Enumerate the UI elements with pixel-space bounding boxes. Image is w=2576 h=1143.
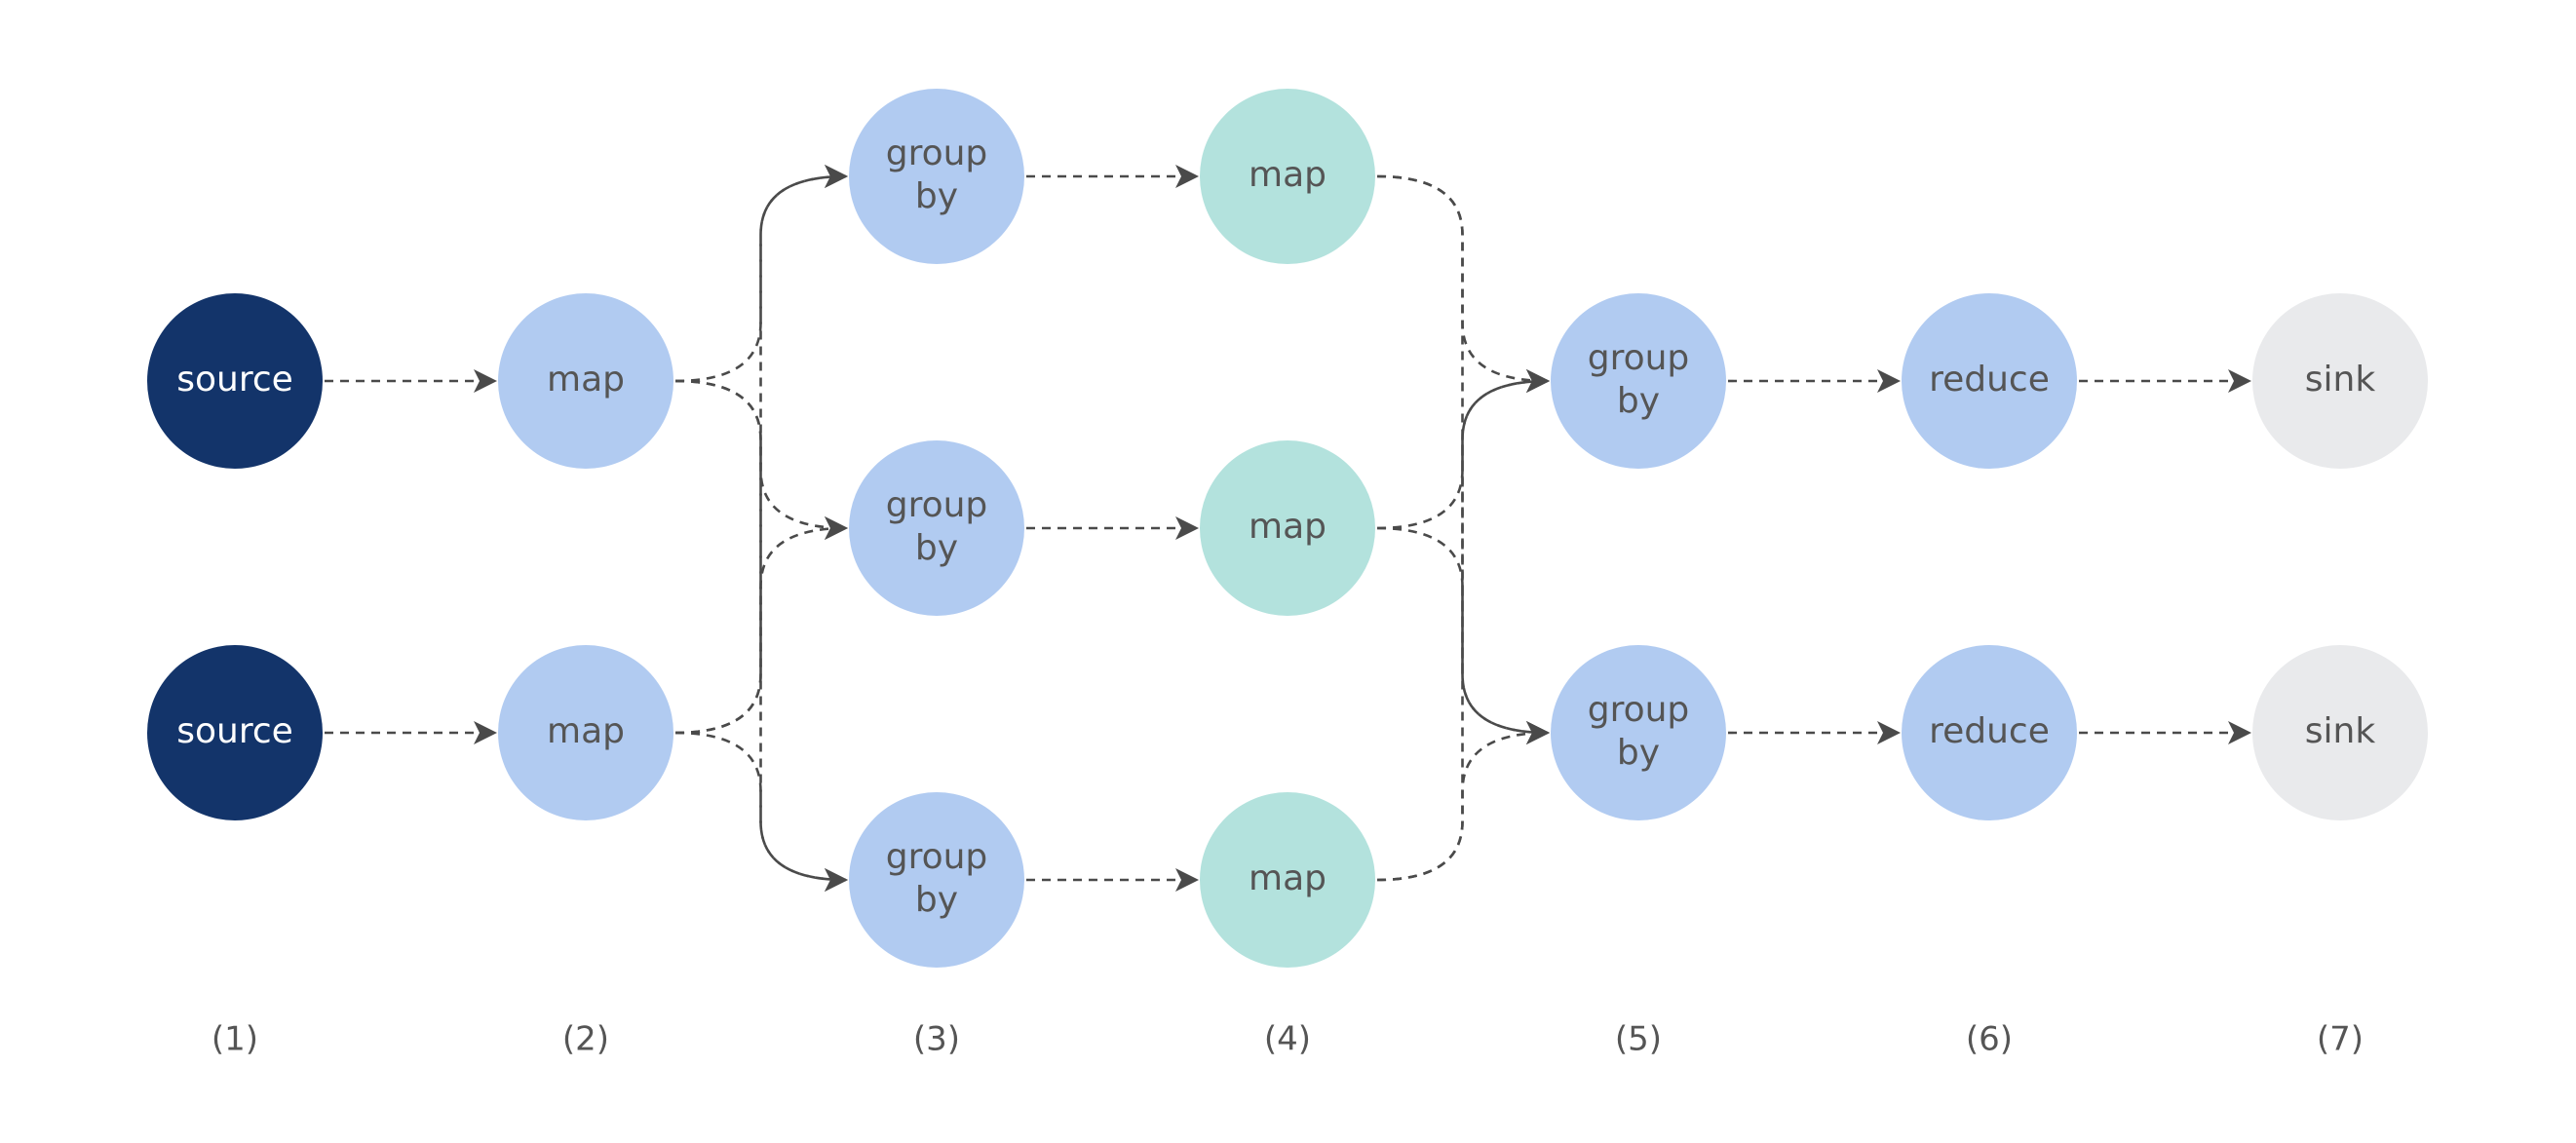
edge-m4b-to-gb5b <box>1376 526 1550 744</box>
map-stage4-circle <box>1200 89 1375 264</box>
edge-map2-to-gb2 <box>674 516 848 735</box>
node-label: reduce <box>1929 360 2050 400</box>
node-label: group <box>886 837 988 877</box>
node-label: reduce <box>1929 711 2050 751</box>
stage-label-5: (5) <box>1615 1020 1662 1059</box>
map-stage4-circle <box>1200 792 1375 968</box>
node-red2: reduce <box>1902 645 2077 820</box>
node-label: group <box>1588 690 1690 730</box>
stage-labels: (1) (2) (3) (4) (5) (6) (7) <box>211 1020 2364 1059</box>
stage-label-1: (1) <box>211 1020 258 1059</box>
node-red1: reduce <box>1902 293 2077 469</box>
stage-label-3: (3) <box>913 1020 960 1059</box>
node-m4c: map <box>1200 792 1375 968</box>
node-src1: source <box>147 293 323 469</box>
edge-map1-to-gb1 <box>674 165 848 383</box>
node-m4a: map <box>1200 89 1375 264</box>
groupby-circle <box>849 89 1024 264</box>
nodes-layer: sourcesourcemapmapgroupbygroupbygroupbym… <box>147 89 2428 968</box>
node-m4b: map <box>1200 440 1375 616</box>
stage-label-7: (7) <box>2317 1020 2364 1059</box>
groupby-circle <box>1551 645 1726 820</box>
edge-map2-to-gb3 <box>674 731 848 892</box>
node-label: by <box>1617 733 1660 773</box>
edge-map2-to-gb1 <box>674 165 848 735</box>
node-label: source <box>176 360 293 400</box>
node-label: group <box>886 485 988 525</box>
source-circle <box>147 293 323 469</box>
node-label: by <box>1617 381 1660 421</box>
node-label: map <box>547 360 625 400</box>
groupby-circle <box>1551 293 1726 469</box>
node-label: map <box>1249 858 1326 898</box>
node-sink1: sink <box>2252 293 2428 469</box>
map-stage4-circle <box>1200 440 1375 616</box>
sink-circle <box>2252 293 2428 469</box>
stage-label-6: (6) <box>1966 1020 2013 1059</box>
source-circle <box>147 645 323 820</box>
map-stage2-circle <box>498 645 673 820</box>
reduce-circle <box>1902 645 2077 820</box>
reduce-circle <box>1902 293 2077 469</box>
node-label: map <box>1249 155 1326 195</box>
node-label: by <box>915 176 958 216</box>
stage-label-2: (2) <box>562 1020 609 1059</box>
groupby-circle <box>849 440 1024 616</box>
node-label: sink <box>2305 711 2376 751</box>
node-label: by <box>915 880 958 920</box>
node-label: source <box>176 711 293 751</box>
stage-label-4: (4) <box>1264 1020 1311 1059</box>
node-label: map <box>1249 507 1326 547</box>
node-sink2: sink <box>2252 645 2428 820</box>
node-label: group <box>1588 338 1690 378</box>
node-label: sink <box>2305 360 2376 400</box>
map-stage2-circle <box>498 293 673 469</box>
node-label: by <box>915 528 958 568</box>
node-src2: source <box>147 645 323 820</box>
groupby-circle <box>849 792 1024 968</box>
node-label: map <box>547 711 625 751</box>
sink-circle <box>2252 645 2428 820</box>
node-label: group <box>886 133 988 173</box>
edges-layer <box>325 165 2251 892</box>
node-map1: map <box>498 293 673 469</box>
edge-m4a-to-gb5b <box>1376 174 1550 744</box>
edge-m4c-to-gb5b <box>1376 721 1550 882</box>
node-map2: map <box>498 645 673 820</box>
